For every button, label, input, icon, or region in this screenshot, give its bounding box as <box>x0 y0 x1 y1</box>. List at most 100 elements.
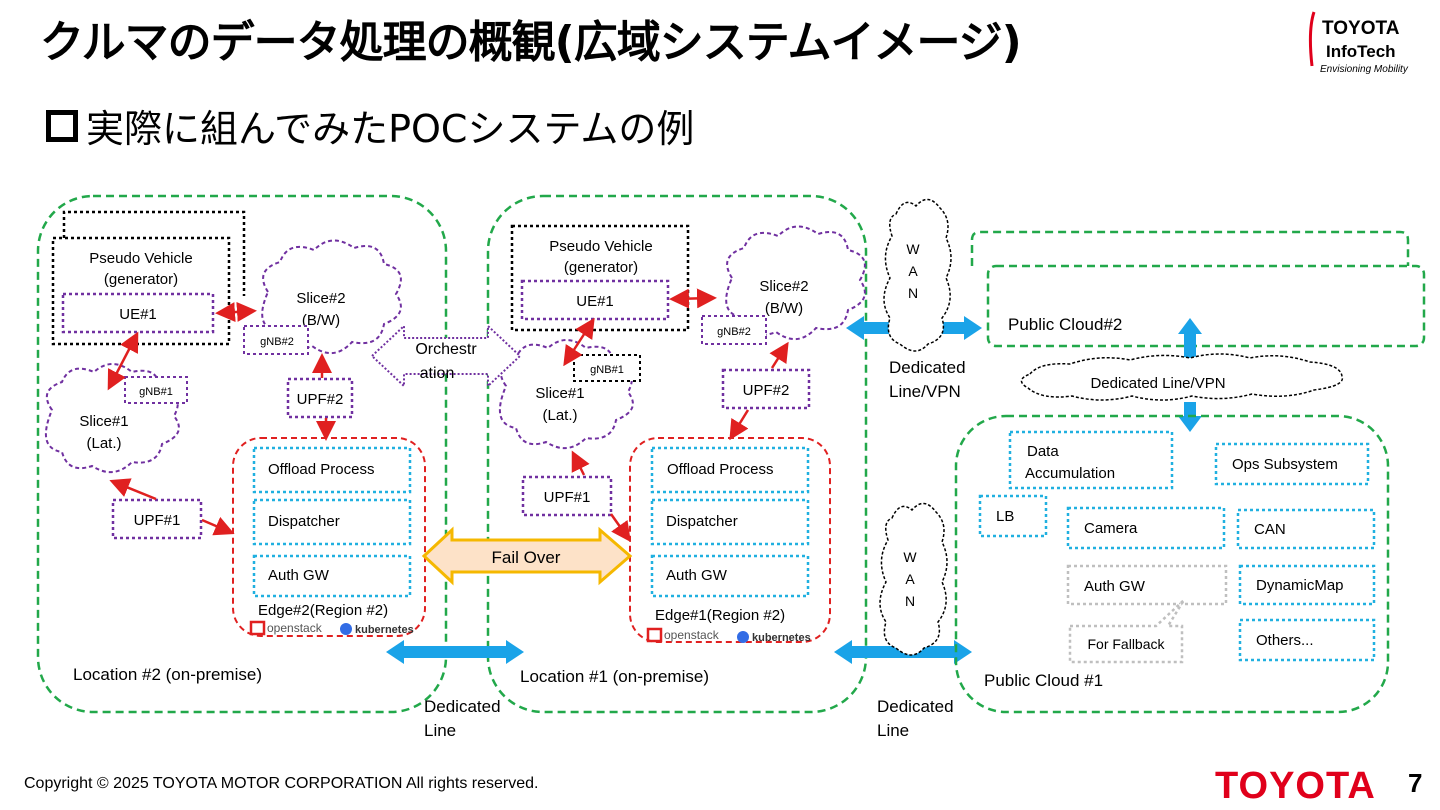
orchestration-line1: Orchestr <box>415 341 477 358</box>
location1-upf2-label: UPF#2 <box>743 382 790 399</box>
location2-slice1-line2: (Lat.) <box>86 435 121 452</box>
location2-edge-label: Edge#2(Region #2) <box>258 602 388 619</box>
wan-bottom-n: N <box>905 593 915 609</box>
wan-cloud-top <box>883 198 952 352</box>
cloud-authgw-box <box>1066 564 1228 606</box>
location2-ue-label: UE#1 <box>119 306 157 323</box>
location2-openstack-label: openstack <box>267 621 323 635</box>
location1-offload-label: Offload Process <box>667 461 773 478</box>
infotech-logo-tagline: Envisioning Mobility <box>1320 64 1408 75</box>
can-label: CAN <box>1254 521 1286 538</box>
subtitle: 実際に組んでみたPOCシステムの例 <box>46 98 694 153</box>
location1-slice2-line1: Slice#2 <box>759 278 808 295</box>
subtitle-text: 実際に組んでみたPOCシステムの例 <box>86 107 695 151</box>
location2-slice2-line2: (B/W) <box>302 312 340 329</box>
ops-subsystem-box <box>1214 442 1370 486</box>
orchestration-arrow <box>370 323 522 389</box>
location1-dispatcher-label: Dispatcher <box>666 513 738 530</box>
location2-ue-box <box>61 292 215 334</box>
location2-gnb2-label: gNB#2 <box>260 336 294 348</box>
fallback-callout <box>1068 599 1186 664</box>
lb-label: LB <box>996 508 1014 525</box>
location2-upf2-box <box>286 377 354 419</box>
location1-arrow-upf1-edge <box>609 513 631 543</box>
location2-edge-box <box>232 437 426 637</box>
public-cloud2-back-box <box>970 230 1410 266</box>
location1-openstack-label: openstack <box>664 628 720 642</box>
location1-gnb2-box <box>701 315 767 345</box>
dedicated-line-vpn-cloud-label: Dedicated Line/VPN <box>1090 375 1225 392</box>
data-accumulation-box <box>1008 430 1174 490</box>
dynamic-map-label: DynamicMap <box>1256 577 1344 594</box>
dedicated-line-left-line2: Line <box>424 721 456 740</box>
location1-gnb2-label: gNB#2 <box>717 326 751 338</box>
public-cloud2-label: Public Cloud#2 <box>1008 315 1122 334</box>
can-box <box>1236 508 1376 550</box>
location1-offload-box <box>650 446 810 494</box>
location2-pseudo-vehicle-shadow <box>62 210 246 296</box>
location1-boundary <box>486 194 868 714</box>
location1-arrow-ue-slice1 <box>563 317 595 367</box>
location2-slice1-line1: Slice#1 <box>79 413 128 430</box>
dedicated-line-right-line2: Line <box>877 721 909 740</box>
location1-kubernetes-icon <box>737 631 749 643</box>
others-box <box>1238 618 1376 662</box>
dedicated-line-vpn-cloud <box>1020 353 1344 401</box>
location1-arrow-ue-slice2 <box>669 288 717 309</box>
location1-arrow-upf2-edge <box>729 409 750 441</box>
location1-pseudo-vehicle-line2: (generator) <box>564 259 638 276</box>
cloud-link-arrow-up <box>1178 318 1202 362</box>
others-label: Others... <box>1256 632 1314 649</box>
location2-dispatcher-box <box>252 498 412 546</box>
failover-label: Fail Over <box>492 548 561 567</box>
infotech-logo-line2: InfoTech <box>1326 42 1396 61</box>
location1-kubernetes-label: kubernetes <box>752 632 811 644</box>
location1-slice2-line2: (B/W) <box>765 300 803 317</box>
location1-authgw-label: Auth GW <box>666 567 728 584</box>
toyota-logo: TOYOTA <box>1215 765 1376 807</box>
public-cloud1-box <box>954 414 1390 714</box>
location2-slice2-line1: Slice#2 <box>296 290 345 307</box>
location1-slice1-line2: (Lat.) <box>542 407 577 424</box>
public-cloud1-label: Public Cloud #1 <box>984 671 1103 690</box>
location2-boundary <box>36 194 448 714</box>
location2-pseudo-vehicle-line2: (generator) <box>104 271 178 288</box>
location1-openstack-icon <box>646 627 663 643</box>
location1-gnb1-box <box>573 354 641 382</box>
data-accumulation-line2: Accumulation <box>1025 465 1115 482</box>
wan-top-a: A <box>908 263 918 279</box>
location1-arrow-upf1-slice1 <box>571 450 590 476</box>
location2-label: Location #2 (on-premise) <box>73 665 262 684</box>
location2-dispatcher-label: Dispatcher <box>268 513 340 530</box>
slide-title: クルマのデータ処理の概観(広域システムイメージ) <box>40 17 1022 68</box>
data-accumulation-line1: Data <box>1027 443 1059 460</box>
public-cloud2-box <box>986 264 1426 348</box>
camera-box <box>1066 506 1226 550</box>
dedicated-line-arrow-left <box>386 640 524 664</box>
location1-pseudo-vehicle-line1: Pseudo Vehicle <box>549 238 652 255</box>
location2-offload-box <box>252 446 412 494</box>
dedicated-line-right-line1: Dedicated <box>877 697 954 716</box>
location2-offload-label: Offload Process <box>268 461 374 478</box>
orchestration-line2: ation <box>420 365 455 382</box>
square-bullet-icon <box>46 109 78 142</box>
location1-edge-label: Edge#1(Region #2) <box>655 607 785 624</box>
location2-upf1-box <box>111 498 203 540</box>
location1-gnb1-label: gNB#1 <box>590 364 624 376</box>
wan-bottom-w: W <box>903 549 917 565</box>
location2-arrow-ue-slice1 <box>107 331 139 391</box>
location1-upf1-box <box>521 475 613 517</box>
fallback-label: For Fallback <box>1087 636 1165 652</box>
location1-upf2-box <box>721 368 811 410</box>
wan-top-w: W <box>906 241 920 257</box>
location1-upf1-label: UPF#1 <box>544 489 591 506</box>
dynamic-map-box <box>1238 564 1376 606</box>
location1-dispatcher-box <box>650 498 810 546</box>
dedicated-line-vpn-line2: Line/VPN <box>889 382 961 401</box>
location2-gnb1-label: gNB#1 <box>139 386 173 398</box>
failover-arrow <box>421 526 633 586</box>
location2-kubernetes-icon <box>340 623 352 635</box>
location1-slice1-line1: Slice#1 <box>535 385 584 402</box>
location2-upf1-label: UPF#1 <box>134 512 181 529</box>
location2-authgw-label: Auth GW <box>268 567 330 584</box>
